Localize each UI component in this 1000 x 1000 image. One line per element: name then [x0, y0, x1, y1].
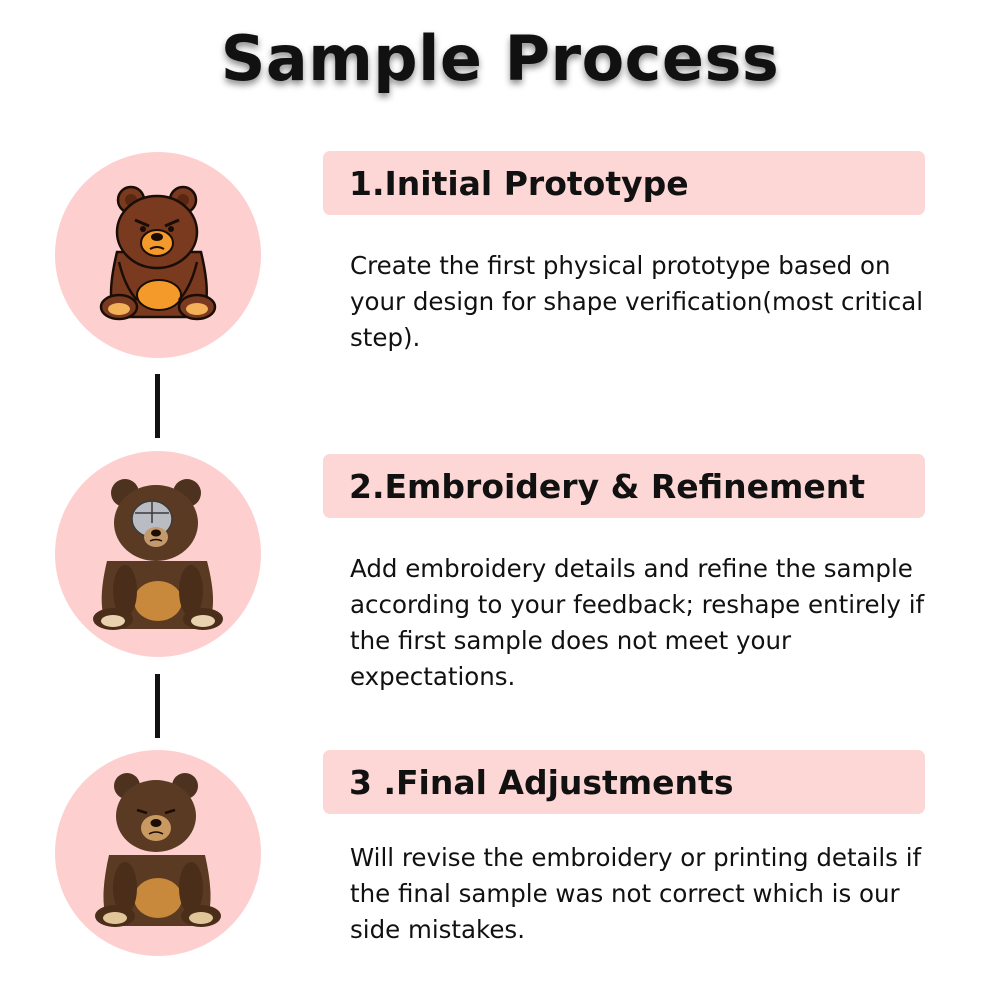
step-2-description: Add embroidery details and refine the sa… — [350, 554, 925, 691]
step-connector-1-2 — [155, 374, 160, 438]
step-1-description: Create the first physical prototype base… — [350, 251, 924, 352]
step-3-title: 3 .Final Adjustments — [349, 762, 734, 802]
step-connector-2-3 — [155, 674, 160, 738]
step-2-image-circle — [55, 451, 261, 657]
step-1-title: 1.Initial Prototype — [349, 163, 689, 203]
step-3-description: Will revise the embroidery or printing d… — [350, 843, 922, 944]
step-2-header: 2.Embroidery & Refinement — [323, 454, 925, 518]
cartoon-bear-icon — [99, 185, 217, 321]
plush-bear-icon — [93, 479, 223, 630]
step-3-header: 3 .Final Adjustments — [323, 750, 925, 814]
step-1-image-circle — [55, 152, 261, 358]
plush-bear-final-icon — [95, 773, 221, 927]
step-3-image-circle — [55, 750, 261, 956]
step-2-title: 2.Embroidery & Refinement — [349, 466, 866, 506]
page-title: Sample Process — [220, 22, 780, 95]
step-1-header: 1.Initial Prototype — [323, 151, 925, 215]
